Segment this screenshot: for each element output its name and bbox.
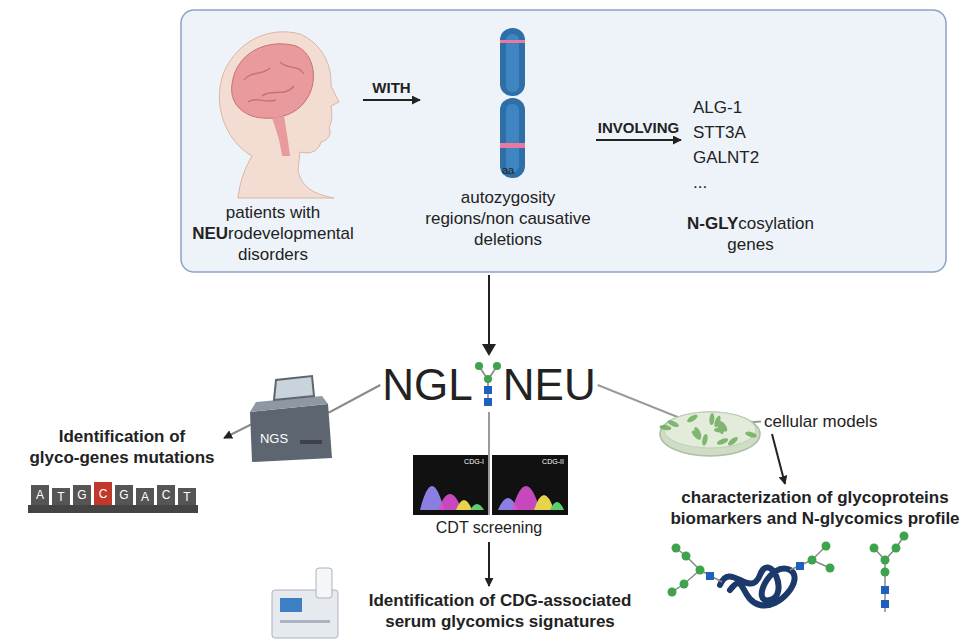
outcome-text: characterization of glycoproteins biomar… (665, 487, 965, 529)
text-run: CDG-associated (500, 591, 631, 610)
node-text: NEU (503, 360, 596, 410)
text-run: Identification (59, 427, 165, 446)
text-run: of (479, 591, 495, 610)
node-text: Identification of CDG-associated serum g… (350, 590, 650, 632)
text-run: NGL (382, 360, 472, 409)
text-run: characterization (681, 488, 811, 507)
text-run: of (816, 488, 832, 507)
text-run: ... (693, 173, 707, 192)
text-run: biomarkers (670, 509, 762, 528)
ngs-machine (250, 376, 332, 462)
edge-label: INVOLVING (598, 120, 679, 135)
arrow-connector (488, 542, 490, 586)
arrow-connector (772, 434, 785, 484)
mass-spectrometer (272, 568, 338, 638)
dna-base: T (57, 491, 64, 503)
text-run: patients (226, 203, 286, 222)
node-text: Identification of glyco-genes mutations (22, 426, 222, 468)
method-label: cellular models (764, 411, 877, 432)
text-run: models (823, 412, 878, 431)
text-run: STT3A (693, 123, 745, 142)
node-text: patients with NEUrodevelopmental disorde… (185, 202, 361, 265)
dna-base: G (77, 489, 86, 501)
text-run: profile (908, 509, 960, 528)
chart-label: CDG-I (464, 458, 484, 465)
outcome-text: Identification of glyco-genes mutations (22, 426, 222, 468)
text-run: Identification (369, 591, 475, 610)
dna-base: A (141, 491, 149, 503)
text-run: screening (473, 519, 542, 536)
gene-list: ALG-1 STT3A GALNT2 ... N-GLYcosylation ge… (683, 95, 818, 255)
dna-base: C (99, 488, 108, 500)
node-text: cellular models (764, 411, 877, 432)
genomic-finding: aa autozygosity regions/non causative del… (422, 25, 594, 250)
text-run: NEU (503, 360, 596, 409)
chart-label: CDG-II (542, 458, 564, 465)
top-panel (181, 10, 946, 272)
text-run: ALG-1 (693, 98, 742, 117)
head-illustration (219, 32, 339, 198)
text-run: causative (519, 209, 591, 228)
dna-base: G (119, 489, 128, 501)
text-run: genes (727, 235, 773, 254)
text-run: deletions (474, 230, 542, 249)
arrow-connector (596, 139, 681, 141)
text-run: autozygosity (461, 188, 556, 207)
text-run: glycomics (441, 612, 524, 631)
arrow-connector (488, 412, 490, 515)
dna-base: T (183, 491, 190, 503)
cdt-chromatograms (413, 455, 568, 515)
glycoprotein-illustration (668, 532, 909, 613)
outcome-text: Identification of CDG-associated serum g… (350, 590, 650, 632)
text-run: glyco-genes (29, 448, 128, 467)
petri-dish (659, 412, 760, 456)
text-run: with (290, 203, 320, 222)
patient-group: patients with NEUrodevelopmental disorde… (185, 25, 361, 265)
text-run: aa (502, 164, 514, 176)
dna-strip (28, 482, 198, 513)
text-run: serum (385, 612, 436, 631)
dna-base: C (162, 489, 171, 501)
text-run: disorders (238, 245, 308, 264)
node-text: characterization of glycoproteins biomar… (665, 487, 965, 529)
node-text: N-GLYcosylation genes (683, 213, 818, 255)
text-run: N-glycomics (802, 509, 903, 528)
edge-label: WITH (372, 80, 410, 95)
text-run: and (767, 509, 797, 528)
text-run: GALNT2 (693, 148, 759, 167)
text-run: regions/non (425, 209, 514, 228)
text-run: N-GLYcosylation (687, 214, 814, 233)
text-run: of (169, 427, 185, 446)
text-run: mutations (133, 448, 214, 467)
chromosome-illustration (500, 28, 525, 178)
method-label: CDT screening (436, 517, 542, 538)
down-arrow (482, 275, 496, 356)
node-text: CDT screening (436, 517, 542, 538)
node-text: ALG-1 STT3A GALNT2 ... (693, 95, 765, 195)
dna-base: A (36, 489, 44, 501)
text-run: CDT (436, 519, 469, 536)
text-run: cellular (764, 412, 818, 431)
arrow-connector (363, 99, 420, 101)
instrument-label: NGS (260, 432, 288, 445)
text-run: NEUrodevelopmental (192, 224, 354, 243)
text-run: signatures (529, 612, 615, 631)
project-logo: NGL NEU (382, 360, 595, 410)
node-text: NGL (382, 360, 472, 410)
glycan-icon (475, 360, 501, 410)
node-text: autozygosity regions/non causative delet… (422, 187, 594, 250)
node-text: aa (502, 160, 514, 181)
text-run: glycoproteins (837, 488, 948, 507)
